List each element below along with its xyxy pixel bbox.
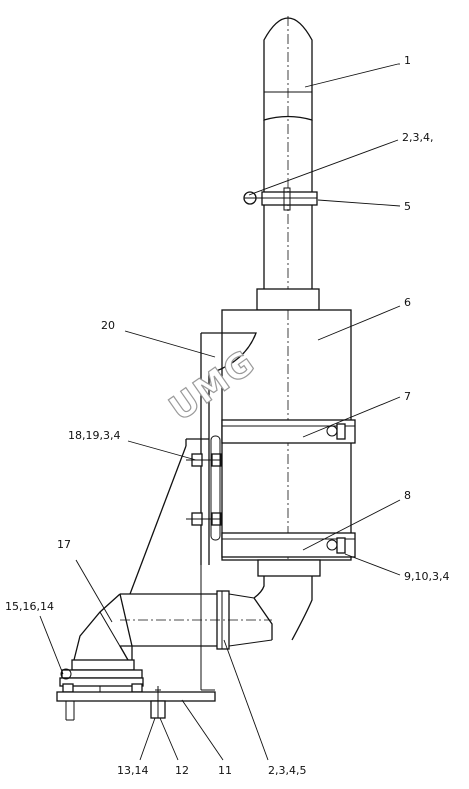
- callout-2-3-4: 2,3,4,: [402, 131, 434, 144]
- inlet-elbow: [73, 593, 133, 661]
- silencer-strap-upper: [221, 419, 356, 444]
- callout-6: 6: [404, 296, 411, 309]
- base-plate: [56, 686, 216, 702]
- bracket-stiffener: [210, 435, 221, 541]
- callout-8: 8: [404, 489, 411, 502]
- silencer-outlet-collar: [257, 559, 321, 577]
- callout-2-3-4-5: 2,3,4,5: [268, 764, 306, 777]
- callout-15-16-14: 15,16,14: [5, 600, 54, 613]
- callout-13-14: 13,14: [117, 764, 149, 777]
- callout-7: 7: [404, 390, 411, 403]
- callout-18-19-3-4: 18,19,3,4: [68, 429, 120, 442]
- outlet-elbow: [228, 576, 313, 647]
- callout-11: 11: [218, 764, 232, 777]
- callout-9-10-3-4: 9,10,3,4: [404, 570, 449, 583]
- leader-lines: [39, 63, 401, 761]
- horizontal-connector-pipe: [120, 590, 272, 650]
- bracket-bolt-lower: [186, 512, 222, 526]
- callout-17: 17: [57, 538, 71, 551]
- inlet-flange: [59, 659, 144, 721]
- silencer-strap-lower: [221, 532, 356, 558]
- bracket-diagonal-brace: [129, 445, 187, 595]
- pipe-clamp: [243, 187, 318, 211]
- mounting-bracket-plate: [185, 332, 257, 565]
- callout-5: 5: [404, 200, 411, 213]
- pipe-adapter-ring: [256, 288, 320, 311]
- callout-20: 20: [101, 319, 115, 332]
- callout-1: 1: [404, 54, 411, 67]
- bracket-bolt-upper: [186, 453, 222, 467]
- base-bolt: [150, 686, 166, 719]
- callout-12: 12: [175, 764, 189, 777]
